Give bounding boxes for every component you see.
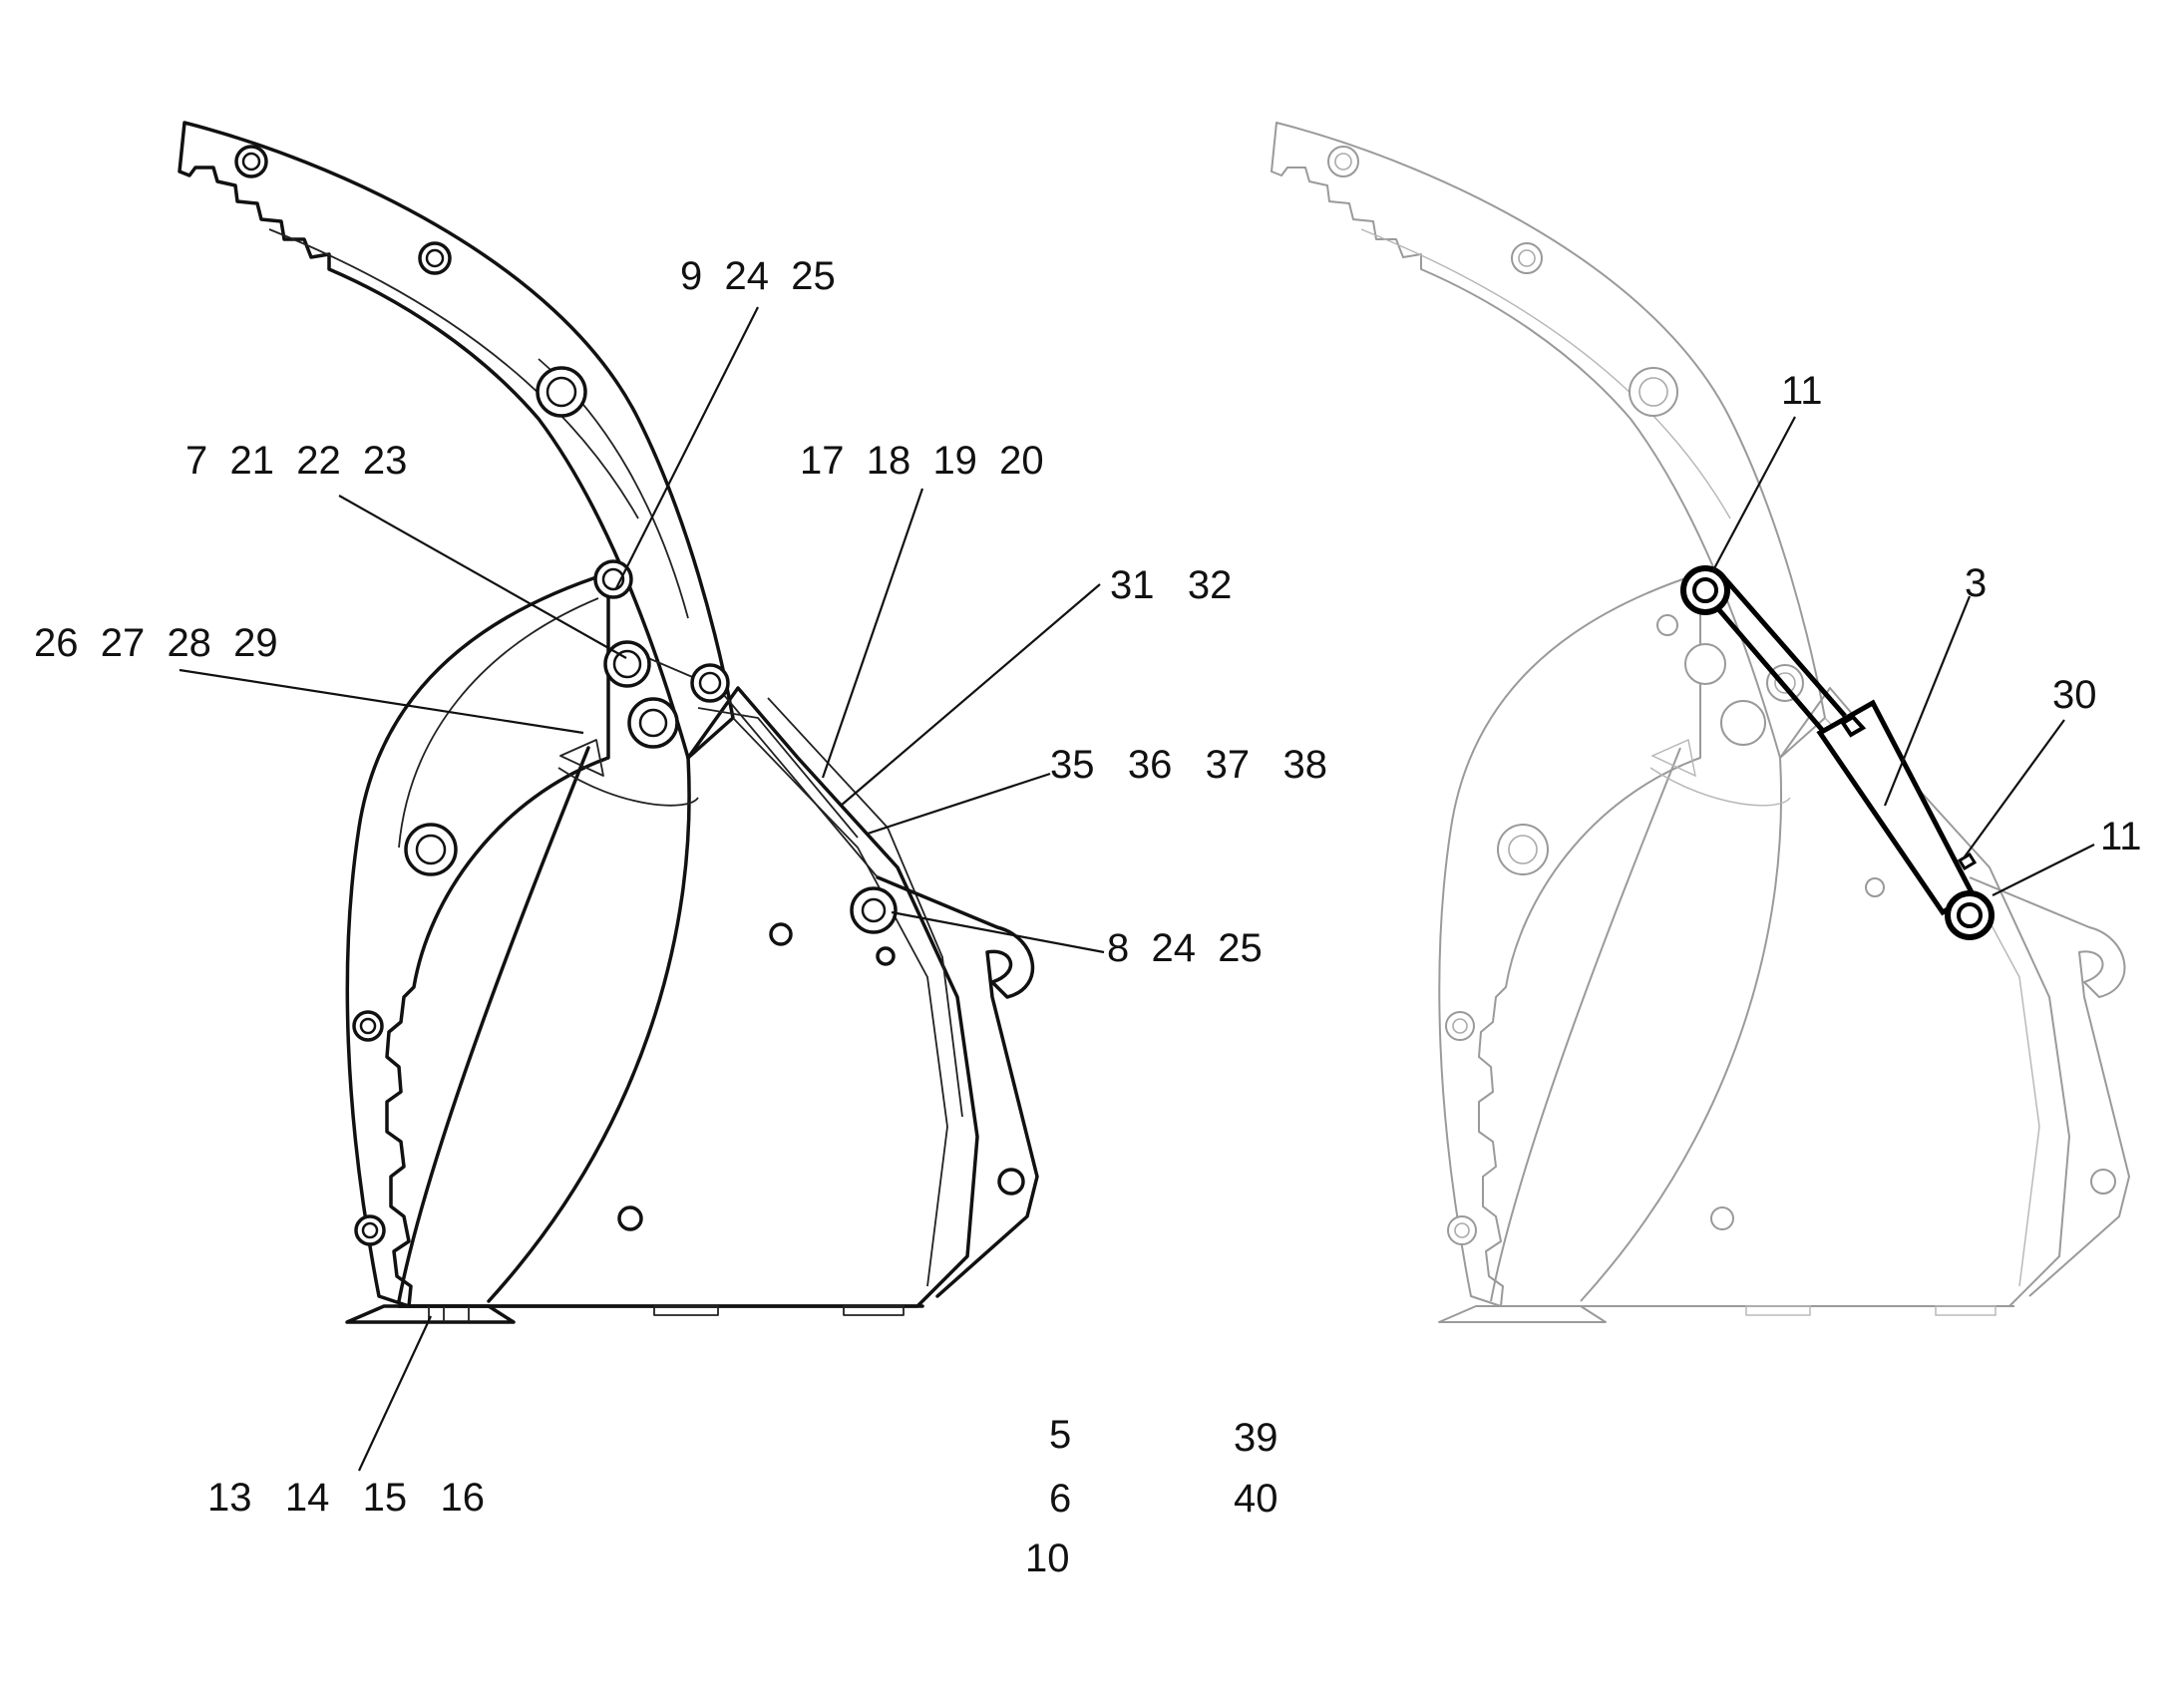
label-9-24-25: 9 24 25 (680, 254, 836, 298)
label-11-lower: 11 (2100, 815, 2142, 858)
right-faint-pins (1327, 146, 2116, 1245)
label-5: 5 (1049, 1413, 1071, 1457)
label-40: 40 (1234, 1477, 1278, 1521)
left-pins (234, 145, 1025, 1246)
reference-labels: 9 24 25 7 21 22 23 17 18 19 20 31 32 26 … (34, 254, 2142, 1580)
label-39: 39 (1234, 1416, 1278, 1460)
right-leader-lines (1712, 416, 2095, 896)
label-8-24-25: 8 24 25 (1107, 926, 1263, 970)
label-26-27-28-29: 26 27 28 29 (34, 621, 278, 665)
label-6: 6 (1049, 1477, 1071, 1521)
left-lower-arm (345, 571, 610, 1308)
label-30: 30 (2052, 673, 2097, 717)
left-hook-bracket (876, 875, 1039, 1298)
label-11-upper: 11 (1781, 369, 1823, 413)
left-base-foot (345, 1304, 516, 1324)
label-17-18-19-20: 17 18 19 20 (800, 439, 1044, 483)
label-3: 3 (1965, 561, 1987, 605)
label-35-36-37-38: 35 36 37 38 (1050, 743, 1327, 787)
right-grapple-figure (1271, 122, 2130, 1323)
left-grapple-figure (178, 121, 1105, 1472)
label-31-32: 31 32 (1110, 563, 1232, 607)
label-13-14-15-16: 13 14 15 16 (207, 1476, 485, 1520)
left-skid (653, 1305, 719, 1316)
left-upper-tine (178, 121, 735, 760)
label-7-21-22-23: 7 21 22 23 (185, 439, 407, 483)
left-skid (843, 1305, 905, 1316)
right-hydraulic-cylinder (1680, 565, 1995, 940)
label-10: 10 (1025, 1537, 1070, 1580)
left-leader-lines (179, 306, 1105, 1472)
